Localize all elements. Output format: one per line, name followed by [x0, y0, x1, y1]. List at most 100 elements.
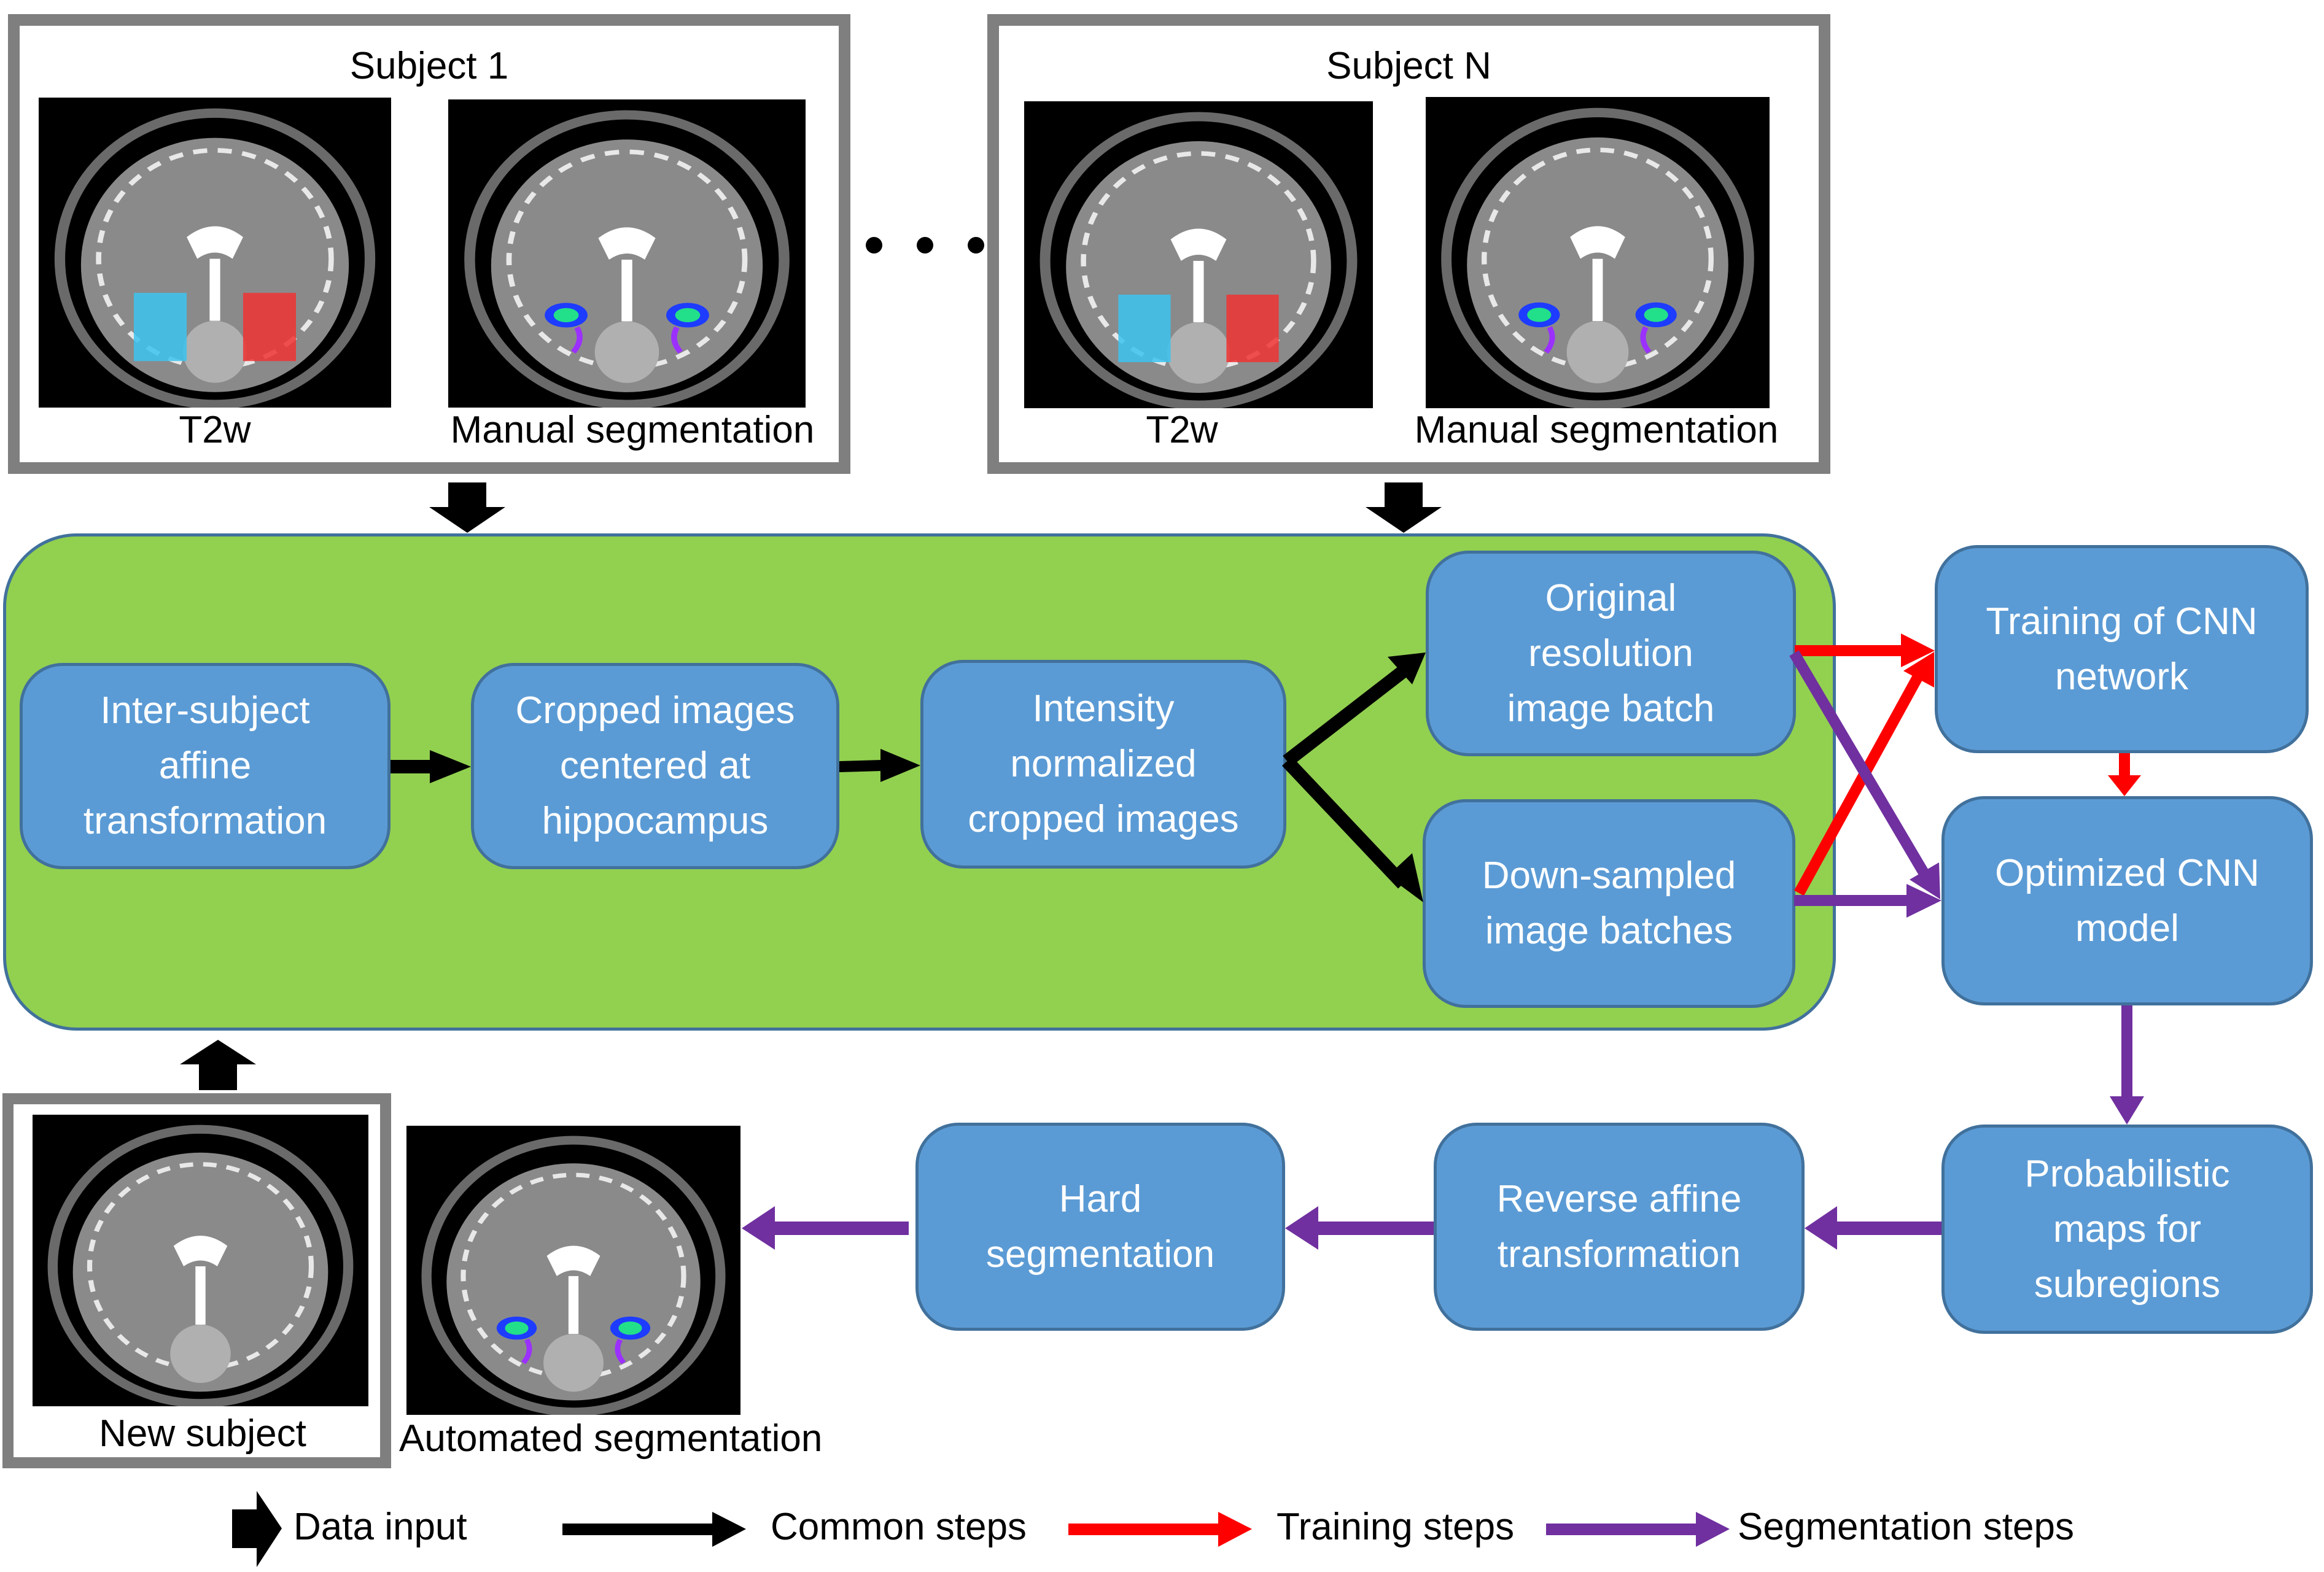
subject-1-manual-segmentation-image	[448, 99, 806, 408]
skull-outline	[1441, 107, 1754, 408]
subject-1-t2w-image	[39, 98, 391, 408]
subject-1-t2w-caption: T2w	[179, 409, 251, 451]
right-seg-tail	[615, 1338, 626, 1365]
ventricles	[598, 227, 656, 260]
brainstem	[1566, 321, 1629, 384]
subject-n-t2w-image	[1024, 101, 1373, 408]
subject-n-title: Subject N	[1326, 45, 1491, 87]
right-seg-inner	[1644, 308, 1668, 322]
legend-common-steps-label: Common steps	[771, 1506, 1027, 1548]
legend-segmentation-arrow-icon	[1546, 1512, 1730, 1547]
skull-outline	[464, 110, 790, 408]
ventricles	[173, 1236, 228, 1266]
automated-segmentation-image	[406, 1126, 740, 1415]
ventricles	[1170, 228, 1227, 261]
left-hippocampus-roi	[1118, 295, 1171, 362]
left-seg-inner	[1527, 308, 1552, 322]
legend-segmentation-steps-label: Segmentation steps	[1738, 1506, 2075, 1548]
subject-1-manual-caption: Manual segmentation	[450, 409, 815, 451]
subject-n-t2w-caption: T2w	[1146, 409, 1218, 451]
right-seg-inner	[675, 308, 701, 322]
third-ventricle	[1592, 258, 1603, 322]
new-subject-caption: New subject	[99, 1412, 306, 1455]
data-input-arrow-new-subject	[180, 1040, 256, 1090]
skull-outline	[47, 1125, 354, 1406]
third-ventricle	[568, 1276, 579, 1334]
ellipsis-dot	[968, 237, 984, 254]
left-hippocampus-roi	[133, 293, 187, 362]
cortical-folds	[506, 149, 748, 370]
right-seg-tail	[671, 326, 683, 354]
cortical-folds	[461, 1172, 686, 1380]
subject-n-manual-segmentation-image	[1426, 97, 1770, 408]
right-seg-inner	[618, 1321, 642, 1335]
cortical-folds	[87, 1162, 314, 1371]
automated-segmentation-caption: Automated segmentation	[399, 1417, 823, 1460]
cortical-folds	[1081, 151, 1316, 371]
left-seg-inner	[505, 1321, 529, 1335]
left-seg-inner	[553, 308, 579, 322]
segmentation-arrow-probabilistic-to-reverse	[1805, 1206, 1941, 1250]
legend-training-arrow-icon	[1068, 1512, 1252, 1547]
ellipsis-dot	[866, 237, 882, 254]
segmentation-arrow-optimized-to-probabilistic	[2110, 1005, 2144, 1125]
ventricles	[187, 226, 243, 259]
left-seg-tail	[570, 326, 583, 354]
segmentation-arrow-hard-to-automated	[742, 1206, 909, 1250]
left-seg-tail	[521, 1338, 532, 1365]
subject-n-manual-caption: Manual segmentation	[1414, 409, 1779, 451]
ventricles	[1570, 226, 1625, 259]
new-subject-image	[33, 1115, 368, 1406]
ellipsis-dot	[917, 237, 933, 254]
training-arrow-training-to-optimized	[2108, 753, 2141, 796]
subject-1-title: Subject 1	[349, 45, 509, 87]
third-ventricle	[209, 258, 220, 321]
cortical-folds	[1482, 147, 1714, 370]
right-hippocampus-roi	[1226, 295, 1279, 362]
data-input-arrow-subject-n	[1366, 482, 1442, 533]
legend-data-input-icon	[232, 1491, 282, 1567]
third-ventricle	[195, 1266, 206, 1325]
brainstem	[183, 320, 247, 383]
brainstem	[543, 1334, 604, 1392]
legend-common-arrow-icon	[562, 1512, 746, 1547]
skull-outline	[1040, 112, 1358, 408]
legend-data-input-label: Data input	[293, 1506, 467, 1548]
legend-training-steps-label: Training steps	[1277, 1506, 1515, 1548]
right-hippocampus-roi	[243, 293, 297, 362]
cortical-folds	[96, 148, 334, 370]
right-seg-tail	[1640, 326, 1652, 354]
left-seg-tail	[1544, 326, 1555, 354]
brainstem	[170, 1325, 231, 1383]
ventricles	[546, 1245, 600, 1276]
more-subjects-ellipsis	[860, 233, 989, 258]
data-input-arrow-subject-1	[429, 482, 505, 533]
skull-outline	[421, 1136, 726, 1415]
brainstem	[594, 321, 659, 383]
segmentation-arrow-reverse-to-hard	[1285, 1206, 1434, 1250]
third-ventricle	[1193, 261, 1204, 322]
third-ventricle	[621, 260, 632, 322]
skull-outline	[54, 108, 376, 408]
brainstem	[1167, 322, 1230, 384]
